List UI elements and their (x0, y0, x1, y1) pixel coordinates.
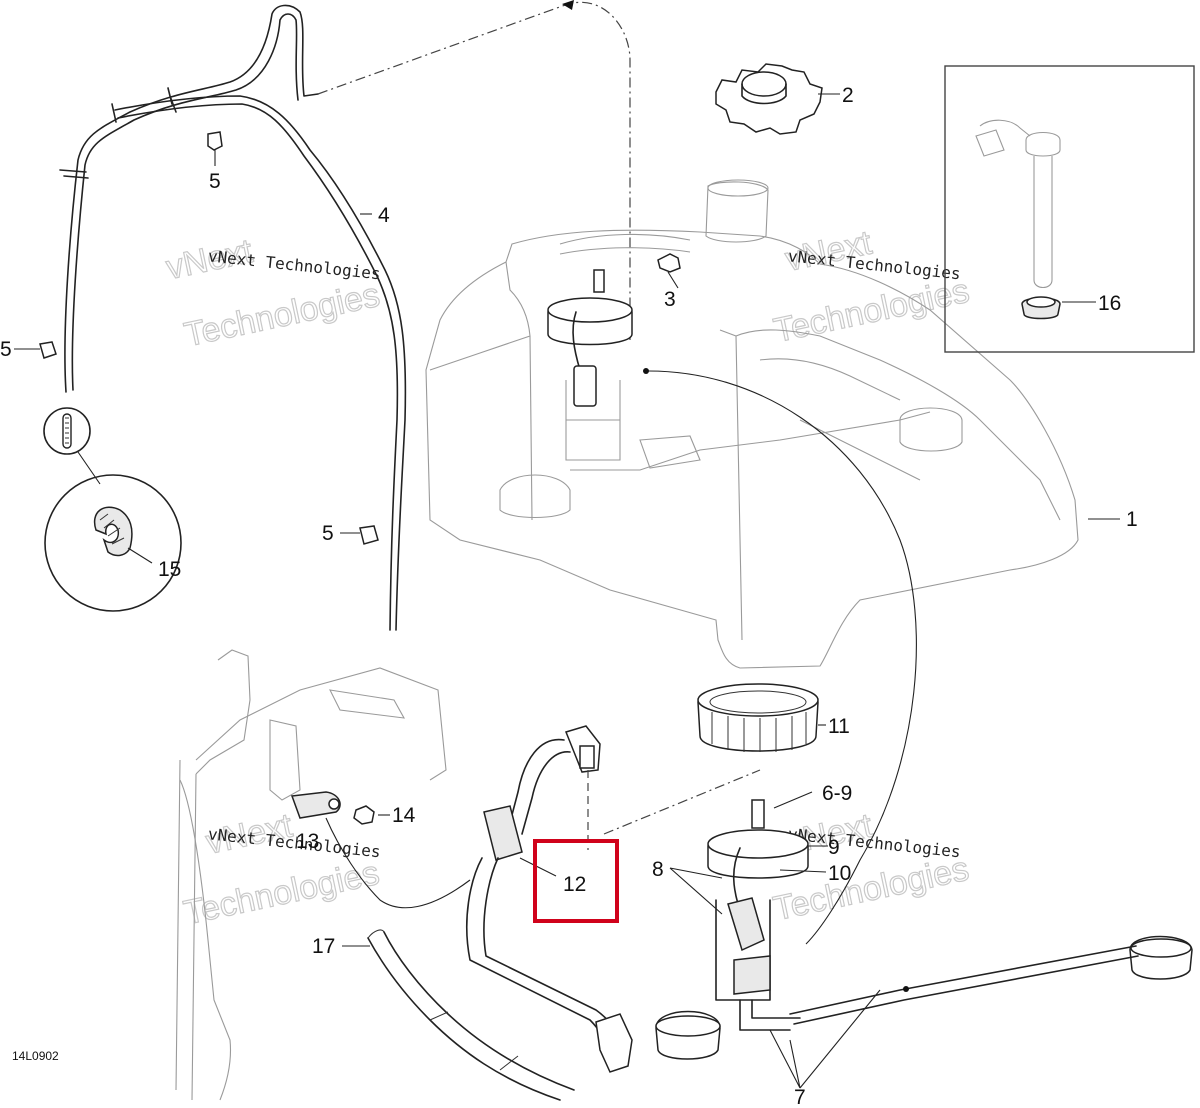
clip-part-5-top (207, 131, 223, 166)
in-tank-pump-ghost (499, 269, 963, 518)
callout-5-left: 5 (0, 338, 12, 361)
callout-5-mid: 5 (322, 522, 334, 545)
arrow-head-icon (562, 0, 574, 10)
fuel-tank-part-1 (425, 179, 1120, 669)
fuel-line-part-12 (465, 725, 633, 1073)
lock-ring-part-11 (697, 683, 826, 752)
callout-4: 4 (378, 204, 390, 227)
highlight-box-part-12 (533, 839, 619, 923)
alignment-line (603, 769, 761, 835)
detail-inset-part-15 (43, 407, 182, 612)
watermark-top-right: vNext Technologies vNext Technologies (770, 223, 973, 351)
callout-14: 14 (392, 804, 416, 827)
watermark-small-text: vNext Technologies (787, 246, 961, 283)
watermark-top-left: vNext Technologies vNext Technologies (162, 231, 383, 355)
clip-part-5-mid (340, 525, 379, 545)
inset-box-part-16 (944, 65, 1195, 353)
callout-17: 17 (312, 935, 335, 958)
callout-15: 15 (158, 558, 181, 581)
fitting-part-3 (657, 253, 681, 289)
watermark-small-text: vNext Technologies (207, 246, 381, 283)
callout-3: 3 (664, 288, 676, 311)
watermark-big-text: Technologies (771, 272, 973, 350)
callout-2: 2 (842, 84, 854, 107)
vent-hose-part-4 (59, 4, 407, 631)
watermark-big-text: Technologies (181, 276, 383, 354)
callout-10: 10 (828, 862, 851, 885)
route-start-dot (643, 368, 649, 374)
nut-part-14 (353, 805, 390, 825)
callout-7: 7 (794, 1086, 806, 1108)
callout-6-9: 6-9 (822, 782, 852, 805)
callout-labels: 1 2 3 4 5 5 5 6-9 7 8 9 10 11 12 13 14 1… (0, 84, 1138, 1108)
callout-13: 13 (296, 830, 319, 853)
pump-harness-route (645, 370, 917, 945)
clamp-part-13 (290, 791, 471, 909)
callout-9: 9 (828, 836, 840, 859)
vent-routing-line (317, 1, 631, 340)
callout-11: 11 (828, 715, 850, 738)
callout-12: 12 (563, 873, 586, 896)
hose-part-17 (342, 929, 575, 1101)
callout-5-top: 5 (209, 170, 221, 193)
fuel-cap-part-2 (715, 63, 840, 135)
frame-bracket-ghost (175, 649, 447, 1101)
clip-part-5-left (14, 341, 57, 359)
callout-8: 8 (652, 858, 664, 881)
watermark-bottom-left: vNext Technologies vNext Technologies (180, 806, 383, 933)
fuel-pump-assembly-parts-6-10 (655, 791, 1193, 1089)
callout-1: 1 (1126, 508, 1138, 531)
callout-16: 16 (1098, 292, 1121, 315)
drawing-code: 14L0902 (12, 1049, 59, 1063)
